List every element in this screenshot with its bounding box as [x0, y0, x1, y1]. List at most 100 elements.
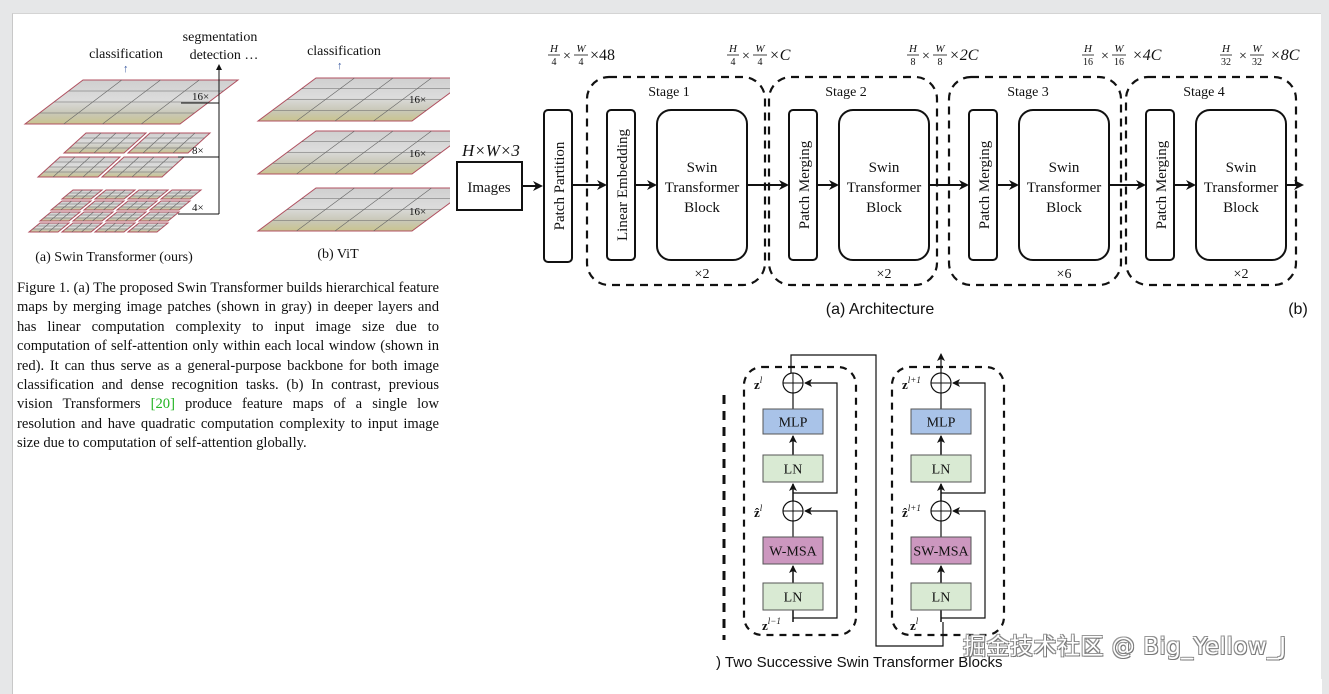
dim-h-den: 8: [911, 57, 916, 68]
dim-w-den: 4: [579, 57, 584, 68]
dim-w-num: W: [935, 43, 945, 55]
repeat-count: ×6: [1057, 267, 1072, 282]
inter-block-connection: [790, 354, 944, 647]
vit-feature-maps: [256, 77, 450, 232]
ln-top-label: LN: [932, 463, 951, 478]
repeat-count: ×2: [1234, 267, 1249, 282]
grid-line: [103, 200, 115, 211]
z-output-label: zl+1: [902, 375, 921, 392]
grid-line: [170, 189, 182, 200]
grid-line: [137, 222, 149, 233]
attention-box: [762, 536, 824, 565]
swin-block-label: Swin: [869, 160, 900, 176]
z-hat-label: ẑl: [754, 503, 763, 520]
swin-block-label: Swin: [1049, 160, 1080, 176]
dimension-label: H4×W4×48: [548, 43, 615, 68]
grid-line: [114, 222, 126, 233]
grid-line: [92, 211, 104, 222]
dim-channels: ×4C: [1132, 47, 1162, 64]
z-output-label: zl: [754, 375, 763, 392]
dim-w-num: W: [1252, 43, 1262, 55]
repeat-count: ×2: [877, 267, 892, 282]
scrollbar[interactable]: [1321, 0, 1329, 679]
skip-connection-mlp: [941, 379, 986, 494]
dim-w-den: 32: [1252, 57, 1262, 68]
swin-feature-maps: [23, 79, 240, 233]
grid-line: [125, 211, 137, 222]
z-hat-label-sup: l+1: [908, 503, 921, 513]
stage-dashed-border: [767, 75, 939, 287]
grid-line: [180, 189, 192, 200]
grid-line: [38, 222, 50, 233]
dim-h-num: H: [908, 43, 918, 55]
swin-block-label: Swin: [687, 160, 718, 176]
attention-box: [910, 536, 972, 565]
vit-caption: (b) ViT: [317, 247, 359, 262]
first-block-label: Patch Merging: [797, 140, 813, 229]
swin-scale-4: 4×: [192, 202, 204, 214]
mlp-box: [910, 408, 972, 435]
vit-classification-label: classification: [307, 44, 381, 59]
grid-line: [82, 211, 94, 222]
grid-line: [147, 222, 159, 233]
swin-classification-label: classification: [89, 47, 163, 62]
grid-line: [81, 189, 93, 200]
swin-block-label: Swin: [1226, 160, 1257, 176]
ln-top-box: [910, 454, 972, 483]
caption-text: Figure 1. (a) The proposed Swin Transfor…: [17, 280, 439, 413]
swin-scale-16: 16×: [192, 91, 209, 103]
grid-line: [147, 189, 159, 200]
z-hat-label-sup: l: [760, 503, 763, 513]
citation-link[interactable]: [20]: [150, 396, 175, 413]
attention-label: W-MSA: [769, 545, 817, 560]
ln-bottom-label: LN: [784, 591, 803, 606]
mlp-box: [762, 408, 824, 435]
multiscale-arrow-icon: [216, 64, 222, 70]
times: ×: [563, 49, 571, 64]
grid-line: [373, 130, 432, 175]
grid-line: [126, 200, 138, 211]
z-input-label-sup: l−1: [768, 616, 781, 626]
ln-bottom-box: [762, 582, 824, 611]
swin-block-label: Block: [684, 200, 720, 216]
grid-line: [172, 132, 196, 154]
swin-block-label: Block: [1223, 200, 1259, 216]
dim-channels: ×2C: [949, 47, 979, 64]
dimension-label: H8×W8×2C: [907, 43, 979, 68]
ln-bottom-box: [910, 582, 972, 611]
times: ×: [922, 49, 930, 64]
swin-block-label: Transformer: [1204, 180, 1278, 196]
dim-h-num: H: [1221, 43, 1231, 55]
dim-h-num: H: [1083, 43, 1093, 55]
swin-block-label: Block: [1046, 200, 1082, 216]
grid-line: [82, 156, 106, 178]
attention-label: SW-MSA: [913, 545, 969, 560]
figure-1-caption: Figure 1. (a) The proposed Swin Transfor…: [17, 279, 439, 454]
input-dim-label: H×W×3: [461, 141, 520, 160]
stage-title: Stage 3: [1007, 85, 1049, 100]
grid-line: [49, 211, 61, 222]
grid-line: [71, 189, 83, 200]
dim-channels: ×8C: [1270, 47, 1300, 64]
dim-w-den: 16: [1114, 57, 1124, 68]
grid-line: [81, 222, 93, 233]
z-input-label-sup: l: [916, 616, 919, 626]
grid-line: [93, 200, 105, 211]
watermark: 掘金技术社区 @ Big_Yellow_J: [963, 634, 1287, 660]
vit-scale-top: 16×: [409, 94, 426, 106]
z-input-label: zl: [910, 616, 919, 633]
dim-h-num: H: [549, 43, 559, 55]
first-block-label: Patch Merging: [1154, 140, 1170, 229]
dim-w-num: W: [576, 43, 586, 55]
dim-h-den: 32: [1221, 57, 1231, 68]
first-block-label: Patch Merging: [977, 140, 993, 229]
grid-line: [114, 189, 126, 200]
grid-line: [159, 200, 171, 211]
dim-w-den: 4: [758, 57, 763, 68]
caption-text-end: produce feature maps of a single low res…: [17, 396, 440, 452]
